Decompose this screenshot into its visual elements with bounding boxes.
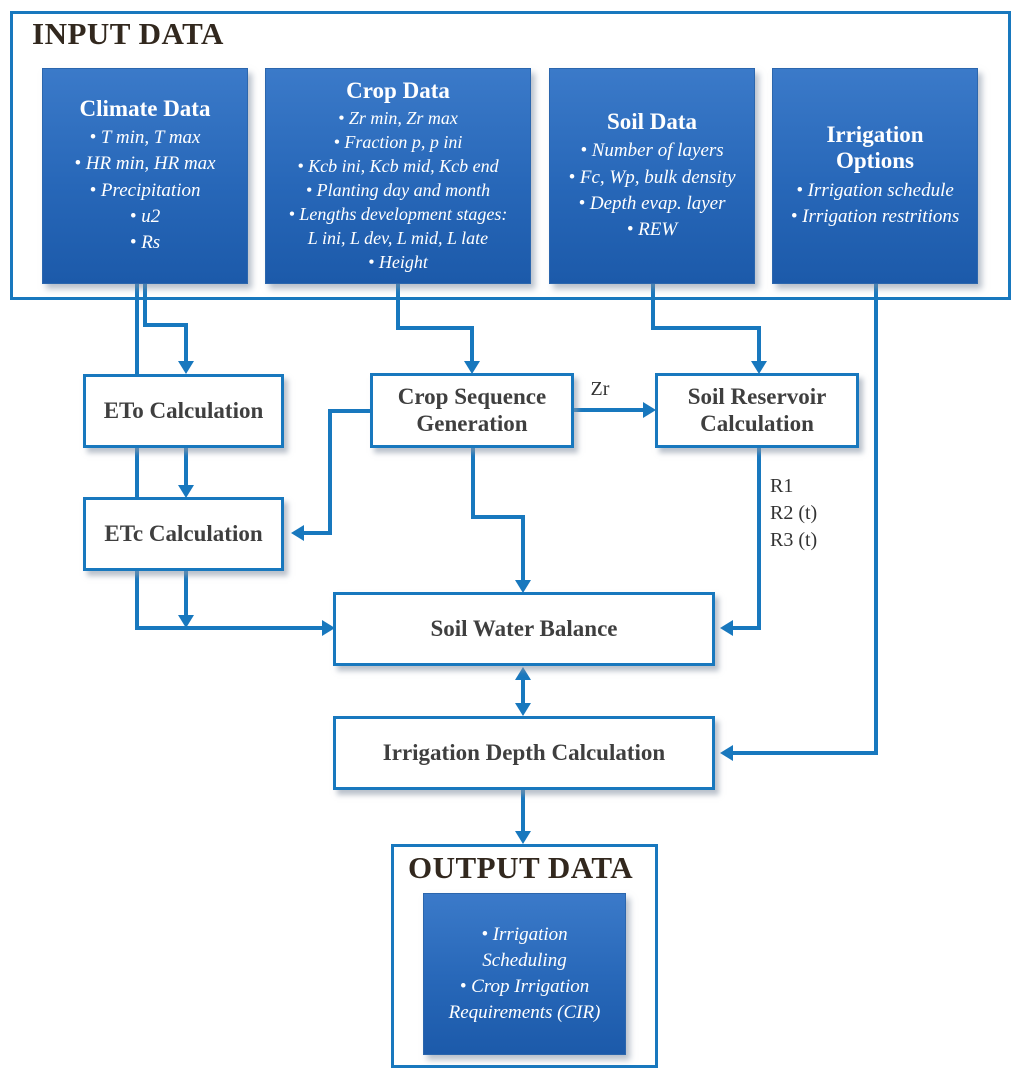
- edge-arrowhead: [643, 402, 656, 418]
- list-line: • Fc, Wp, bulk density: [568, 166, 736, 188]
- list-line: • Zr min, Zr max: [338, 107, 458, 128]
- list-line: • T min, T max: [89, 127, 201, 149]
- edge-arrowhead: [515, 580, 531, 593]
- soil-water-balance-label: Soil Water Balance: [430, 615, 618, 641]
- list-line: R3 (t): [770, 529, 818, 551]
- edge-arrowhead: [720, 620, 733, 636]
- edge-crop-sequence-to-etc: [291, 409, 371, 541]
- process-box-irrigation-depth-calculation: Irrigation Depth Calculation: [333, 716, 715, 790]
- edge-arrowhead: [515, 703, 531, 716]
- input-box-irrigation-options: Irrigation Options • Irrigation schedule…: [772, 68, 978, 284]
- edge-line: [471, 448, 525, 581]
- edge-line: [733, 448, 761, 630]
- edge-arrowhead: [322, 620, 335, 636]
- edge-irrigation-options-to-irrigation-depth: [720, 283, 878, 761]
- soil-data-lines: • Number of layers • Fc, Wp, bulk density…: [568, 138, 735, 243]
- edge-label-zr: Zr: [590, 378, 610, 400]
- edge-arrowhead: [178, 485, 194, 498]
- list-line: • Lengths development stages:: [288, 203, 508, 224]
- input-section-title: INPUT DATA: [32, 16, 224, 51]
- climate-data-title: Climate Data: [79, 95, 211, 121]
- list-line: • Depth evap. layer: [578, 192, 726, 214]
- output-box: • Irrigation Scheduling • Crop Irrigation…: [423, 893, 626, 1055]
- edge-line: [135, 283, 322, 630]
- list-line: • Irrigation Scheduling: [481, 923, 568, 971]
- list-line: • Planting day and month: [305, 179, 491, 200]
- irrigation-options-title: Irrigation Options: [826, 121, 924, 174]
- input-section-border: [10, 11, 1011, 300]
- edge-arrowhead: [720, 745, 733, 761]
- output-section-border: [391, 844, 658, 1068]
- edge-arrowhead: [178, 361, 194, 374]
- input-box-soil-data: Soil Data • Number of layers • Fc, Wp, bu…: [549, 68, 755, 284]
- process-box-eto-calculation: ETo Calculation: [83, 374, 284, 448]
- list-line: • HR min, HR max: [74, 153, 216, 175]
- climate-data-lines: • T min, T max • HR min, HR max • Precipit…: [74, 125, 215, 256]
- input-box-crop-data: Crop Data • Zr min, Zr max • Fraction p, …: [265, 68, 531, 284]
- list-line: • REW: [626, 218, 678, 240]
- eto-label: ETo Calculation: [103, 397, 264, 423]
- input-box-climate-data: Climate Data • T min, T max • HR min, HR …: [42, 68, 248, 284]
- edge-line: [733, 283, 878, 755]
- edge-climate-to-soil-water-balance: [135, 283, 335, 636]
- edge-soil-water-balance-irrigation-depth-bidirectional: [515, 667, 531, 716]
- edge-soil-data-to-soil-reservoir: [651, 283, 767, 374]
- edge-etc-to-soil-water-balance: [178, 571, 194, 628]
- list-line: • Number of layers: [580, 140, 724, 162]
- edge-arrowhead: [291, 525, 304, 541]
- edge-crop-sequence-to-soil-reservoir: [574, 402, 656, 418]
- list-line: L ini, L dev, L mid, L late: [307, 227, 489, 248]
- soil-reservoir-label: Soil Reservoir Calculation: [687, 384, 827, 436]
- crop-data-title: Crop Data: [346, 77, 450, 103]
- list-line: • Fraction p, p ini: [333, 131, 463, 152]
- list-line: • Irrigation schedule: [796, 179, 954, 201]
- list-line: • Rs: [129, 232, 161, 254]
- edge-line: [651, 283, 761, 362]
- edge-crop-data-to-crop-sequence: [396, 283, 480, 374]
- crop-sequence-label: Crop Sequence Generation: [397, 384, 547, 436]
- edge-arrowhead: [515, 667, 531, 680]
- edge-arrowhead: [751, 361, 767, 374]
- list-line: R2 (t): [770, 502, 818, 524]
- list-line: • Irrigation restritions: [790, 205, 960, 227]
- output-box-lines: • Irrigation Scheduling • Crop Irrigation…: [438, 922, 611, 1027]
- edge-line: [396, 283, 474, 362]
- edge-arrowhead: [178, 615, 194, 628]
- edge-climate-to-eto: [143, 283, 194, 374]
- process-box-soil-water-balance: Soil Water Balance: [333, 592, 715, 666]
- list-line: • Crop Irrigation Requirements (CIR): [448, 976, 601, 1024]
- edge-label-reservoir-outputs: R1 R2 (t) R3 (t): [770, 473, 817, 554]
- list-line: • Kcb ini, Kcb mid, Kcb end: [297, 155, 499, 176]
- edge-arrowhead: [515, 831, 531, 844]
- irrigation-options-lines: • Irrigation schedule • Irrigation restri…: [791, 178, 960, 230]
- edge-soil-reservoir-to-soil-water-balance: [720, 448, 761, 636]
- output-section-title: OUTPUT DATA: [408, 850, 634, 885]
- list-line: R1: [770, 475, 794, 497]
- crop-data-lines: • Zr min, Zr max • Fraction p, p ini • Kcb…: [289, 107, 508, 275]
- edge-line: [304, 409, 371, 535]
- process-box-crop-sequence-generation: Crop Sequence Generation: [370, 373, 574, 448]
- edge-line: [143, 283, 188, 362]
- list-line: • u2: [129, 205, 161, 227]
- edge-irrigation-depth-to-output: [515, 790, 531, 844]
- edge-eto-to-etc: [178, 448, 194, 498]
- list-line: • Precipitation: [89, 179, 201, 201]
- process-box-soil-reservoir-calculation: Soil Reservoir Calculation: [655, 373, 859, 448]
- process-box-etc-calculation: ETc Calculation: [83, 497, 284, 571]
- edge-crop-sequence-to-soil-water-balance: [471, 448, 531, 593]
- irrigation-depth-label: Irrigation Depth Calculation: [382, 739, 666, 765]
- edge-arrowhead: [464, 361, 480, 374]
- etc-label: ETc Calculation: [104, 520, 263, 546]
- list-line: • Height: [368, 251, 428, 272]
- soil-data-title: Soil Data: [606, 108, 698, 134]
